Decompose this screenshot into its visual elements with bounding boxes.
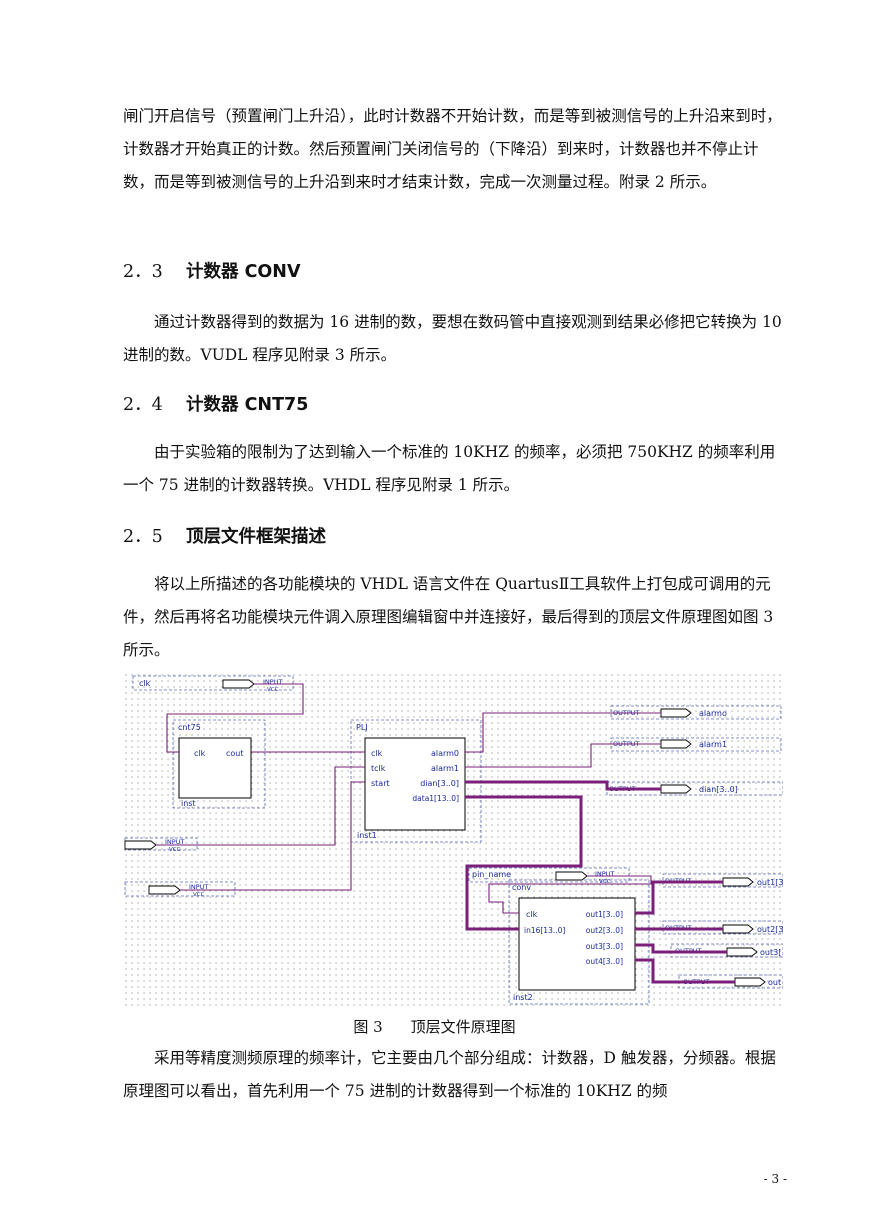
paragraph-5: 采用等精度测频原理的频率计，它主要由几个部分组成：计数器，D 触发器，分频器。根… <box>123 1049 776 1100</box>
figure-caption: 图 3 顶层文件原理图 <box>0 1016 869 1037</box>
heading-number: 2．3 <box>123 262 163 282</box>
svg-text:VCC: VCC <box>267 687 279 693</box>
svg-text:INPUT: INPUT <box>165 838 184 846</box>
svg-text:start: start <box>371 779 390 788</box>
bus-wires <box>465 780 735 984</box>
svg-text:data1[13..0]: data1[13..0] <box>412 794 459 803</box>
svg-text:out1[3..0]: out1[3..0] <box>586 910 623 919</box>
svg-text:INPUT: INPUT <box>595 870 614 878</box>
input-pin-clk: clk INPUT VCC <box>132 675 294 693</box>
block-plj: PLJ clk tclk start alarm0 alarm1 dian[3.… <box>350 719 482 843</box>
svg-text:clk: clk <box>526 910 538 919</box>
figure-title: 顶层文件原理图 <box>410 1018 516 1036</box>
svg-text:cnt75: cnt75 <box>178 723 201 732</box>
schematic-figure: clk INPUT VCC cnt75 clk cout inst PLJ cl… <box>123 672 783 1008</box>
svg-text:INPUT: INPUT <box>263 678 282 686</box>
wires <box>156 683 661 914</box>
svg-text:pin_name: pin_name <box>472 870 511 879</box>
svg-text:out3[: out3[ <box>760 948 781 957</box>
svg-text:PLJ: PLJ <box>356 723 368 732</box>
heading-title: 计数器 CONV <box>186 262 301 282</box>
svg-text:out: out <box>768 978 781 987</box>
paragraph-3: 由于实验箱的限制为了达到输入一个标准的 10KHZ 的频率，必须把 750KHZ… <box>123 443 776 494</box>
svg-text:INPUT: INPUT <box>189 883 208 891</box>
svg-text:VCC: VCC <box>193 892 205 898</box>
svg-text:clk: clk <box>194 749 206 758</box>
heading-number: 2．4 <box>123 395 163 415</box>
svg-text:dian[3..0]: dian[3..0] <box>420 779 459 788</box>
svg-text:alarm0: alarm0 <box>431 749 459 758</box>
svg-text:inst1: inst1 <box>357 831 377 840</box>
dot-grid <box>123 672 783 1008</box>
svg-text:out2[3..: out2[3.. <box>757 925 783 934</box>
svg-text:out4[3..0]: out4[3..0] <box>586 957 623 966</box>
heading-2-3: 2．3 计数器 CONV <box>123 258 301 283</box>
input-pin-tclk: INPUT VCC <box>124 837 198 853</box>
svg-text:tclk: tclk <box>371 764 386 773</box>
svg-text:alarm1: alarm1 <box>699 740 727 749</box>
input-pin-pin-name: pin_name INPUT VCC <box>468 867 630 885</box>
paragraph-4: 将以上所描述的各功能模块的 VHDL 语言文件在 QuartusⅡ工具软件上打包… <box>123 575 774 659</box>
svg-text:alarm1: alarm1 <box>431 764 459 773</box>
svg-text:inst: inst <box>181 799 196 808</box>
svg-text:inst2: inst2 <box>513 993 533 1002</box>
svg-text:out3[3..0]: out3[3..0] <box>586 942 623 951</box>
svg-text:VCC: VCC <box>599 879 611 885</box>
block-conv: conv clk in16[13..0] out1[3..0] out2[3..… <box>508 879 650 1005</box>
svg-text:alarmo: alarmo <box>699 709 727 718</box>
heading-2-4: 2．4 计数器 CNT75 <box>123 391 308 416</box>
heading-2-5: 2．5 顶层文件框架描述 <box>123 523 326 548</box>
svg-text:clk: clk <box>371 749 383 758</box>
heading-number: 2．5 <box>123 527 163 547</box>
page-number: - 3 - <box>763 1172 787 1186</box>
svg-text:out1[3..: out1[3.. <box>757 878 783 887</box>
svg-text:cout: cout <box>226 749 244 758</box>
heading-title: 计数器 CNT75 <box>186 395 309 415</box>
block-cnt75: cnt75 clk cout inst <box>172 719 266 809</box>
heading-title: 顶层文件框架描述 <box>186 527 326 547</box>
svg-text:out2[3..0]: out2[3..0] <box>586 926 623 935</box>
svg-text:conv: conv <box>512 883 531 892</box>
paragraph-1: 闸门开启信号（预置闸门上升沿），此时计数器不开始计数，而是等到被测信号的上升沿来… <box>123 107 782 191</box>
svg-text:in16[13..0]: in16[13..0] <box>524 926 565 935</box>
svg-text:clk: clk <box>139 679 151 688</box>
input-pin-start: INPUT VCC <box>124 881 236 898</box>
figure-number: 图 3 <box>353 1018 383 1036</box>
paragraph-2: 通过计数器得到的数据为 16 进制的数，要想在数码管中直接观测到结果必修把它转换… <box>123 313 782 364</box>
svg-text:dian[3..0]: dian[3..0] <box>699 785 738 794</box>
svg-text:VCC: VCC <box>169 847 181 853</box>
